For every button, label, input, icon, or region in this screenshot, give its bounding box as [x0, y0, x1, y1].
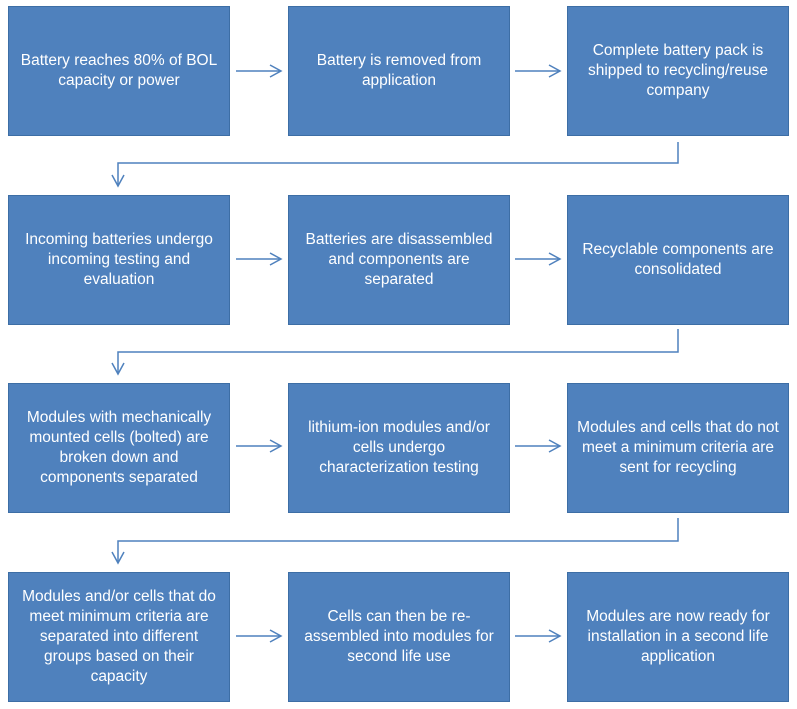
step-12-label: Modules are now ready for installation i…: [586, 608, 770, 665]
step-1-box: Battery reaches 80% of BOL capacity or p…: [8, 6, 230, 136]
step-4-label: Incoming batteries undergo incoming test…: [25, 231, 213, 288]
step-9-label: Modules and cells that do not meet a min…: [577, 419, 779, 476]
step-1-label: Battery reaches 80% of BOL capacity or p…: [20, 52, 218, 89]
step-4-box: Incoming batteries undergo incoming test…: [8, 195, 230, 325]
step-2-label: Battery is removed from application: [316, 52, 482, 89]
step-8-label: lithium-ion modules and/or cells undergo…: [308, 419, 490, 476]
step-10-label: Modules and/or cells that do meet minimu…: [22, 588, 216, 685]
step-7-label: Modules with mechanically mounted cells …: [26, 409, 212, 486]
arrow-9-10: [111, 518, 679, 565]
step-8-box: lithium-ion modules and/or cells undergo…: [288, 383, 510, 513]
step-9-box: Modules and cells that do not meet a min…: [567, 383, 789, 513]
step-2-box: Battery is removed from application: [288, 6, 510, 136]
step-6-label: Recyclable components are consolidated: [582, 241, 774, 278]
step-10-box: Modules and/or cells that do meet minimu…: [8, 572, 230, 702]
step-12-box: Modules are now ready for installation i…: [567, 572, 789, 702]
step-6-box: Recyclable components are consolidated: [567, 195, 789, 325]
arrow-3-4: [111, 142, 679, 188]
step-11-box: Cells can then be re-assembled into modu…: [288, 572, 510, 702]
step-7-box: Modules with mechanically mounted cells …: [8, 383, 230, 513]
step-3-label: Complete battery pack is shipped to recy…: [587, 42, 769, 99]
step-5-label: Batteries are disassembled and component…: [305, 231, 493, 288]
step-3-box: Complete battery pack is shipped to recy…: [567, 6, 789, 136]
arrow-6-7: [111, 329, 679, 376]
step-11-label: Cells can then be re-assembled into modu…: [304, 608, 494, 665]
step-5-box: Batteries are disassembled and component…: [288, 195, 510, 325]
